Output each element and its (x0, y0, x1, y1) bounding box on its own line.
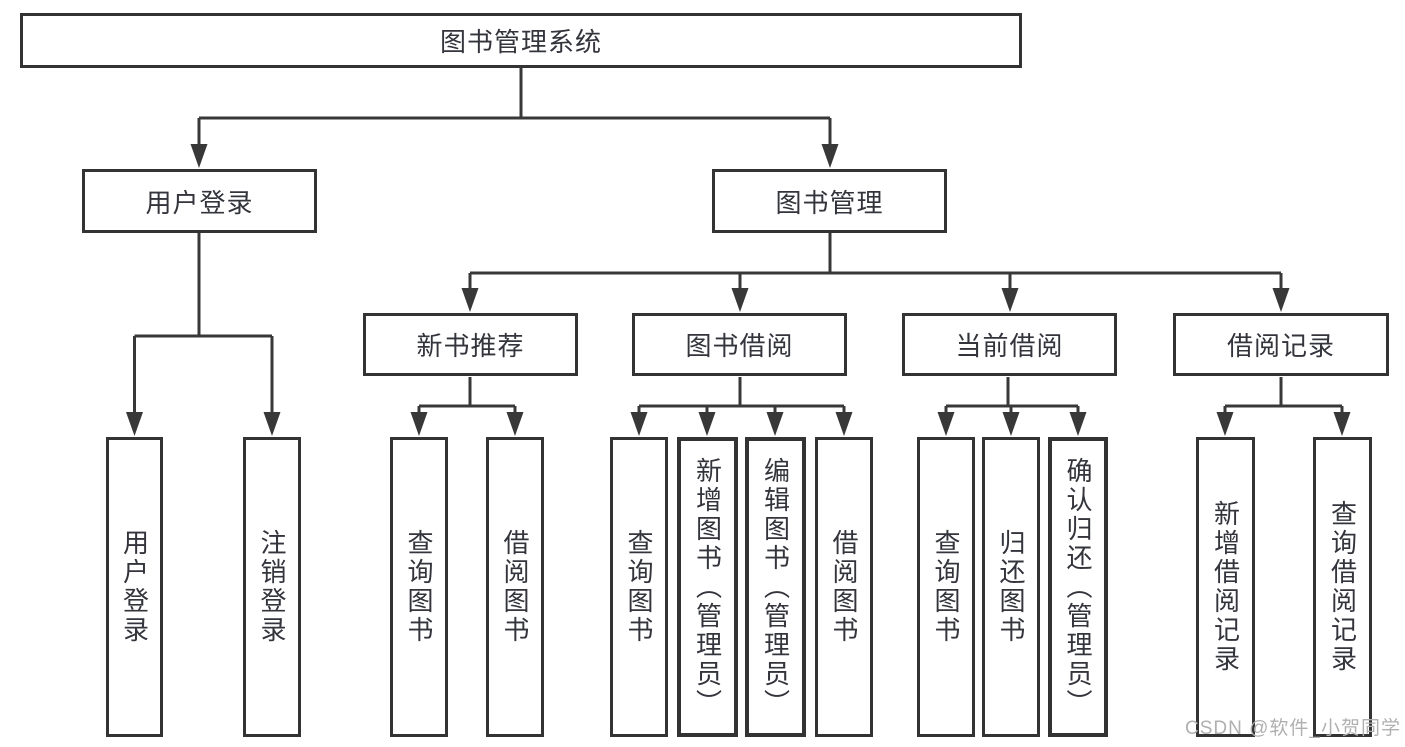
leaf-borrow-query-book-label: 查询图书 (624, 529, 654, 645)
node-root-label: 图书管理系统 (439, 27, 602, 57)
node-root-library-system: 图书管理系统 (20, 13, 1022, 68)
leaf-add-book-admin: 新增图书（管理员） (677, 437, 738, 737)
node-borrow-record-label: 借阅记录 (1226, 331, 1335, 361)
node-book-borrow-label: 图书借阅 (685, 331, 794, 361)
leaf-current-query-book: 查询图书 (917, 437, 975, 737)
leaf-edit-book-admin-label: 编辑图书（管理员） (760, 456, 791, 718)
leaf-add-book-admin-label: 新增图书（管理员） (692, 456, 723, 718)
leaf-current-query-book-label: 查询图书 (931, 529, 961, 645)
node-book-borrow: 图书借阅 (632, 313, 847, 376)
leaf-logout-label: 注销登录 (257, 529, 287, 645)
leaf-return-book: 归还图书 (982, 437, 1040, 737)
leaf-user-login: 用户登录 (106, 437, 163, 737)
leaf-confirm-return-admin-label: 确认归还（管理员） (1063, 456, 1093, 718)
leaf-query-borrow-record-label: 查询借阅记录 (1327, 500, 1358, 674)
node-borrow-record: 借阅记录 (1173, 313, 1389, 376)
node-current-borrow: 当前借阅 (902, 313, 1117, 376)
leaf-recommend-query-book-label: 查询图书 (404, 529, 434, 645)
leaf-borrow-query-book: 查询图书 (610, 437, 668, 737)
leaf-edit-book-admin: 编辑图书（管理员） (745, 437, 806, 737)
leaf-confirm-return-admin: 确认归还（管理员） (1048, 437, 1108, 737)
node-new-book-recommend: 新书推荐 (363, 313, 578, 376)
leaf-logout: 注销登录 (243, 437, 301, 737)
node-user-login-label: 用户登录 (145, 187, 254, 218)
leaf-recommend-borrow-book: 借阅图书 (486, 437, 544, 737)
leaf-add-borrow-record-label: 新增借阅记录 (1210, 500, 1241, 674)
leaf-borrow-book-label: 借阅图书 (829, 529, 859, 645)
leaf-add-borrow-record: 新增借阅记录 (1196, 437, 1255, 737)
node-book-management: 图书管理 (712, 169, 947, 233)
node-user-login: 用户登录 (82, 169, 317, 233)
node-new-book-recommend-label: 新书推荐 (416, 331, 525, 361)
csdn-watermark: CSDN @软件_小贺同学 (1185, 718, 1401, 739)
leaf-query-borrow-record: 查询借阅记录 (1313, 437, 1372, 737)
leaf-borrow-book: 借阅图书 (815, 437, 873, 737)
leaf-return-book-label: 归还图书 (996, 529, 1026, 645)
leaf-recommend-query-book: 查询图书 (390, 437, 448, 737)
node-book-management-label: 图书管理 (775, 187, 884, 218)
leaf-user-login-label: 用户登录 (119, 529, 150, 645)
leaf-recommend-borrow-book-label: 借阅图书 (500, 529, 530, 645)
node-current-borrow-label: 当前借阅 (955, 331, 1064, 361)
